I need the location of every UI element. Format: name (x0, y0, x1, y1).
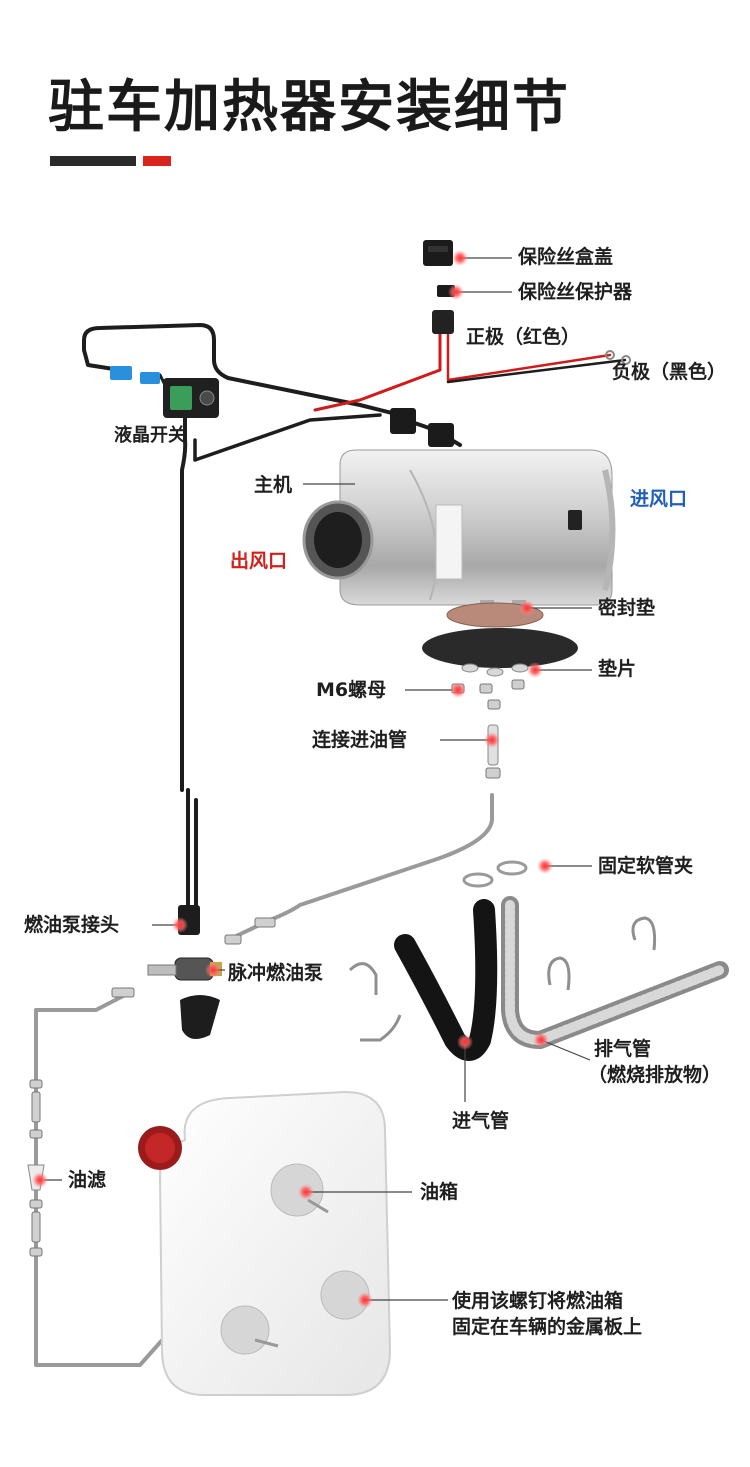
label-fuel-tank: 油箱 (420, 1181, 459, 1203)
lcd-switch-icon (110, 366, 219, 418)
label-air-outlet: 出风口 (230, 550, 288, 572)
callout-marker (457, 1034, 473, 1050)
label-fuse-protector: 保险丝保护器 (518, 281, 633, 303)
label-exhaust-pipe: 排气管 (594, 1038, 652, 1060)
gasket-icon (446, 602, 544, 628)
label-intake-pipe: 进气管 (452, 1110, 510, 1132)
washers-icon (461, 663, 529, 677)
label-screw-note-line2: 固定在车辆的金属板上 (452, 1316, 643, 1338)
label-negative: 负极（黑色） (612, 361, 727, 383)
label-main-unit: 主机 (254, 474, 293, 496)
label-air-inlet: 进风口 (630, 488, 688, 510)
label-pulse-pump: 脉冲燃油泵 (228, 962, 324, 984)
callout-marker (537, 858, 553, 874)
label-screw-note-line1: 使用该螺钉将燃油箱 (452, 1290, 624, 1312)
callout-marker (484, 732, 500, 748)
label-exhaust-note: （燃烧排放物） (588, 1064, 722, 1086)
leader-lines (44, 257, 592, 1301)
callout-marker (533, 1032, 549, 1048)
callout-marker (448, 284, 464, 300)
mounting-plate-icon (422, 628, 578, 668)
callout-marker (32, 1172, 48, 1188)
page-title: 驻车加热器安装细节 (48, 75, 570, 140)
label-pump-connector: 燃油泵接头 (24, 914, 120, 936)
label-hose-clamp: 固定软管夹 (598, 855, 694, 877)
label-fuel-connector: 连接进油管 (312, 729, 408, 751)
label-gasket: 密封垫 (598, 597, 656, 619)
harness-connector-icon (428, 423, 454, 447)
positive-terminal-icon (605, 350, 615, 360)
heater-main-unit-icon (302, 449, 616, 616)
hose-clamp-icon (462, 860, 528, 888)
fuel-tank-icon (138, 1090, 392, 1396)
label-washer: 垫片 (598, 658, 637, 680)
label-fuel-filter: 油滤 (68, 1169, 107, 1191)
title-underline-dark (50, 156, 136, 166)
label-fuse-box-cover: 保险丝盒盖 (518, 246, 614, 268)
callout-marker (172, 917, 188, 933)
callout-marker (205, 962, 221, 978)
fuse-holder-icon (432, 310, 454, 334)
label-positive: 正极（红色） (466, 326, 581, 348)
callout-marker (357, 1292, 373, 1308)
callout-marker (527, 662, 543, 678)
callout-markers (32, 250, 553, 1308)
callout-marker (519, 600, 535, 616)
title-underline-red (143, 156, 171, 166)
fuel-line-fittings-icon (29, 917, 276, 1257)
label-lcd-switch: 液晶开关 (114, 425, 186, 446)
fuse-box-cover-icon (423, 240, 453, 266)
callout-marker (452, 250, 468, 266)
exhaust-pipe-icon (501, 896, 729, 1050)
callout-marker (298, 1184, 314, 1200)
intake-pipe-icon (394, 899, 498, 1061)
pipe-clip-icon (348, 916, 657, 1042)
label-m6-nut: M6螺母 (316, 679, 387, 701)
negative-terminal-icon (621, 355, 631, 365)
harness-connector-icon (390, 408, 416, 434)
callout-marker (450, 682, 466, 698)
